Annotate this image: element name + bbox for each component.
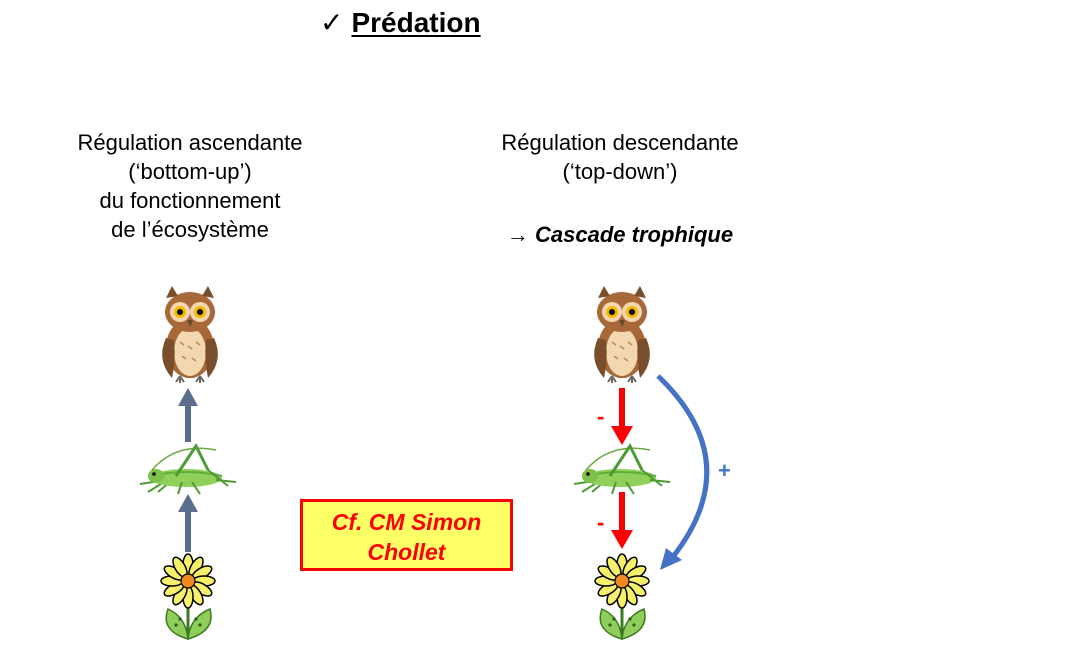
right-arrow-glyph: → — [506, 222, 529, 247]
cascade-trophique-text: Cascade trophique — [535, 222, 734, 247]
title-text: Prédation — [351, 7, 481, 38]
minus-sign-top: - — [597, 404, 604, 429]
owl-icon — [161, 285, 219, 384]
bottom-up-label: Régulation ascendante (‘bottom-up’) du f… — [30, 128, 350, 244]
indirect-effect-arrow — [656, 374, 710, 570]
owl-icon — [593, 285, 651, 384]
down-arrow-bottom — [611, 492, 633, 549]
up-arrow-top — [178, 388, 198, 442]
bottom-up-line-2: (‘bottom-up’) — [128, 159, 252, 184]
checkmark-icon: ✓ — [320, 7, 344, 38]
cascade-label: → Cascade trophique — [460, 222, 780, 248]
plus-sign: + — [718, 458, 731, 483]
daisy-flower-icon — [159, 552, 217, 641]
reference-box: Cf. CM Simon Chollet — [300, 499, 513, 571]
top-down-line-2: (‘top-down’) — [562, 159, 678, 184]
page-title: ✓Prédation — [320, 6, 481, 39]
top-down-line-1: Régulation descendante — [501, 130, 739, 155]
grasshopper-icon — [138, 444, 238, 496]
grasshopper-icon — [572, 444, 672, 496]
bottom-up-line-3: du fonctionnement — [99, 188, 281, 213]
top-down-label: Régulation descendante (‘top-down’) — [460, 128, 780, 186]
reference-line-1: Cf. CM Simon — [331, 509, 482, 535]
bottom-up-line-4: de l’écosystème — [111, 217, 269, 242]
bottom-up-line-1: Régulation ascendante — [77, 130, 303, 155]
down-arrow-top — [611, 388, 633, 445]
up-arrow-bottom — [178, 494, 198, 552]
reference-line-2: Chollet — [367, 539, 446, 565]
minus-sign-bottom: - — [597, 510, 604, 535]
daisy-flower-icon — [593, 552, 651, 641]
